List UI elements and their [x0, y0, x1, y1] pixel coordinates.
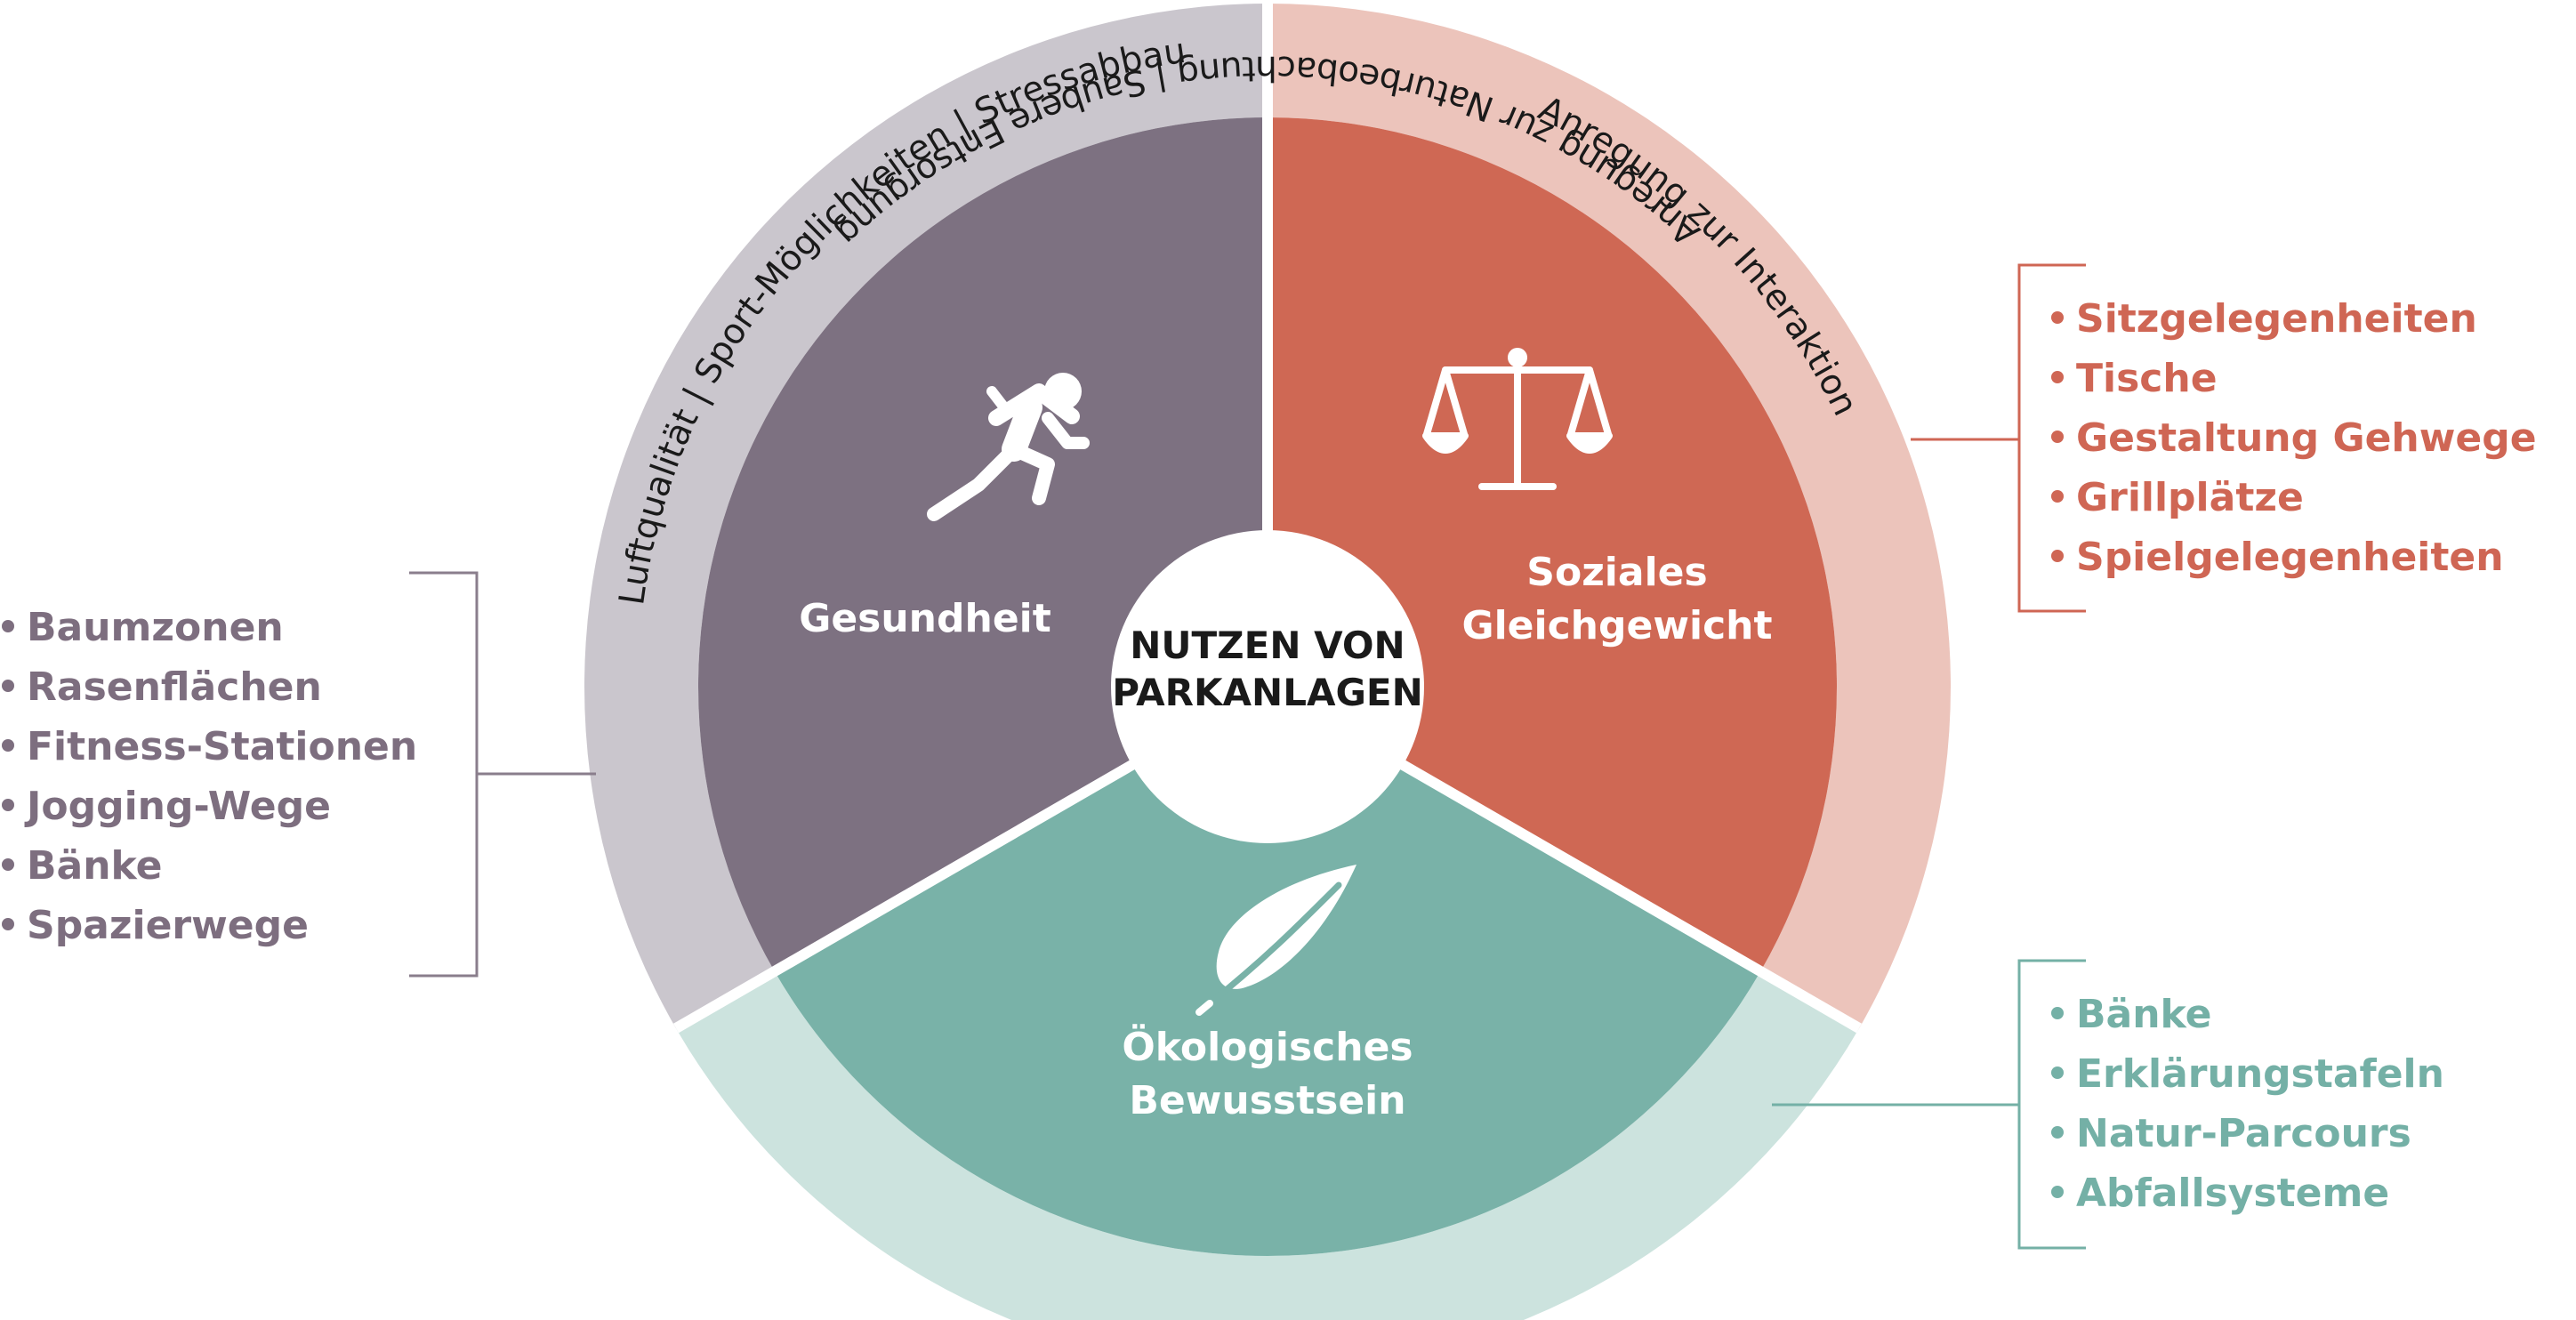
list-item: Bänke [2051, 985, 2444, 1044]
runner-icon [927, 373, 1090, 521]
list-item: Baumzonen [2, 598, 417, 657]
segment-label-ecology-line1: Ökologisches [1122, 1023, 1413, 1070]
outer-ring-ecology [675, 971, 1860, 1320]
bracket-ecology [1772, 959, 2086, 1250]
list-item: Spielgelegenheiten [2051, 527, 2537, 587]
center-title-line2: PARKANLAGEN [1112, 671, 1423, 714]
segment-social [1268, 117, 1837, 971]
list-social: Sitzgelegenheiten Tische Gestaltung Gehw… [2051, 289, 2537, 587]
list-item: Spazierwege [2, 896, 417, 955]
segment-health [698, 117, 1268, 971]
list-item: Natur-Parcours [2051, 1104, 2444, 1163]
segment-label-social-line1: Soziales [1526, 550, 1707, 595]
list-item: Abfallsysteme [2051, 1163, 2444, 1223]
list-item: Sitzgelegenheiten [2051, 289, 2537, 349]
segment-label-ecology-line2: Bewusstsein [1129, 1078, 1405, 1123]
center-title-line1: NUTZEN VON [1130, 624, 1405, 667]
outer-ring-health [584, 4, 1268, 1028]
list-item: Jogging-Wege [2, 777, 417, 836]
bracket-health [409, 571, 596, 978]
list-health: Baumzonen Rasenflächen Fitness-Stationen… [2, 598, 417, 955]
list-item: Gestaltung Gehwege [2051, 408, 2537, 468]
list-item: Rasenflächen [2, 657, 417, 717]
segment-label-social-line2: Gleichgewicht [1461, 603, 1772, 648]
list-item: Tische [2051, 349, 2537, 408]
list-item: Grillplätze [2051, 468, 2537, 527]
list-item: Fitness-Stationen [2, 717, 417, 777]
center-circle [1111, 530, 1424, 843]
scales-icon [1422, 348, 1613, 490]
bracket-social [1911, 263, 2086, 613]
list-item: Erklärungstafeln [2051, 1044, 2444, 1104]
list-item: Bänke [2, 836, 417, 896]
outer-ring-social [1268, 4, 1951, 1028]
list-ecology: Bänke Erklärungstafeln Natur-Parcours Ab… [2051, 985, 2444, 1223]
leaf-icon [1195, 865, 1356, 1016]
segment-label-health: Gesundheit [799, 596, 1051, 641]
